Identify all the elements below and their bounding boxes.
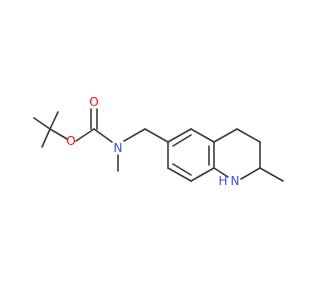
bond-lines — [33, 108, 284, 182]
bond-tbu-methyl-down — [41, 128, 51, 148]
atom-label-ring-hydrogen: H — [218, 174, 227, 188]
bond-ring-methyl — [259, 167, 284, 182]
chemical-structure-diagram: O O N N H — [33, 95, 284, 188]
bond-ch2-to-ring — [144, 128, 169, 143]
bond-tbu-methyl-up — [49, 111, 59, 130]
atom-label-carbonyl-oxygen: O — [89, 95, 98, 109]
bond-carbonyl-to-n — [93, 128, 113, 143]
atom-labels: O O N N H — [66, 95, 239, 188]
atom-label-ring-nitrogen: N — [231, 174, 240, 188]
bond-sat-5 — [213, 167, 229, 178]
bond-sat-4 — [240, 167, 261, 180]
bond-ar-1 — [167, 128, 192, 143]
bond-tbu-to-ester-o — [49, 128, 68, 140]
bond-ar-4 — [190, 167, 215, 182]
bond-sat-2 — [236, 128, 261, 143]
bond-tbu-methyl-left — [33, 117, 51, 130]
bond-n-to-ch2 — [123, 128, 146, 142]
bond-sat-1 — [213, 128, 238, 143]
bond-ester-o-to-carbonyl — [75, 128, 95, 142]
bond-ar-inner-3 — [172, 163, 192, 176]
atom-label-carbamate-nitrogen: N — [114, 141, 123, 155]
atom-label-ester-oxygen: O — [66, 134, 75, 148]
bond-ar-inner-1 — [172, 134, 192, 147]
bond-ar-2 — [190, 128, 215, 143]
bond-ar-5 — [167, 167, 192, 182]
